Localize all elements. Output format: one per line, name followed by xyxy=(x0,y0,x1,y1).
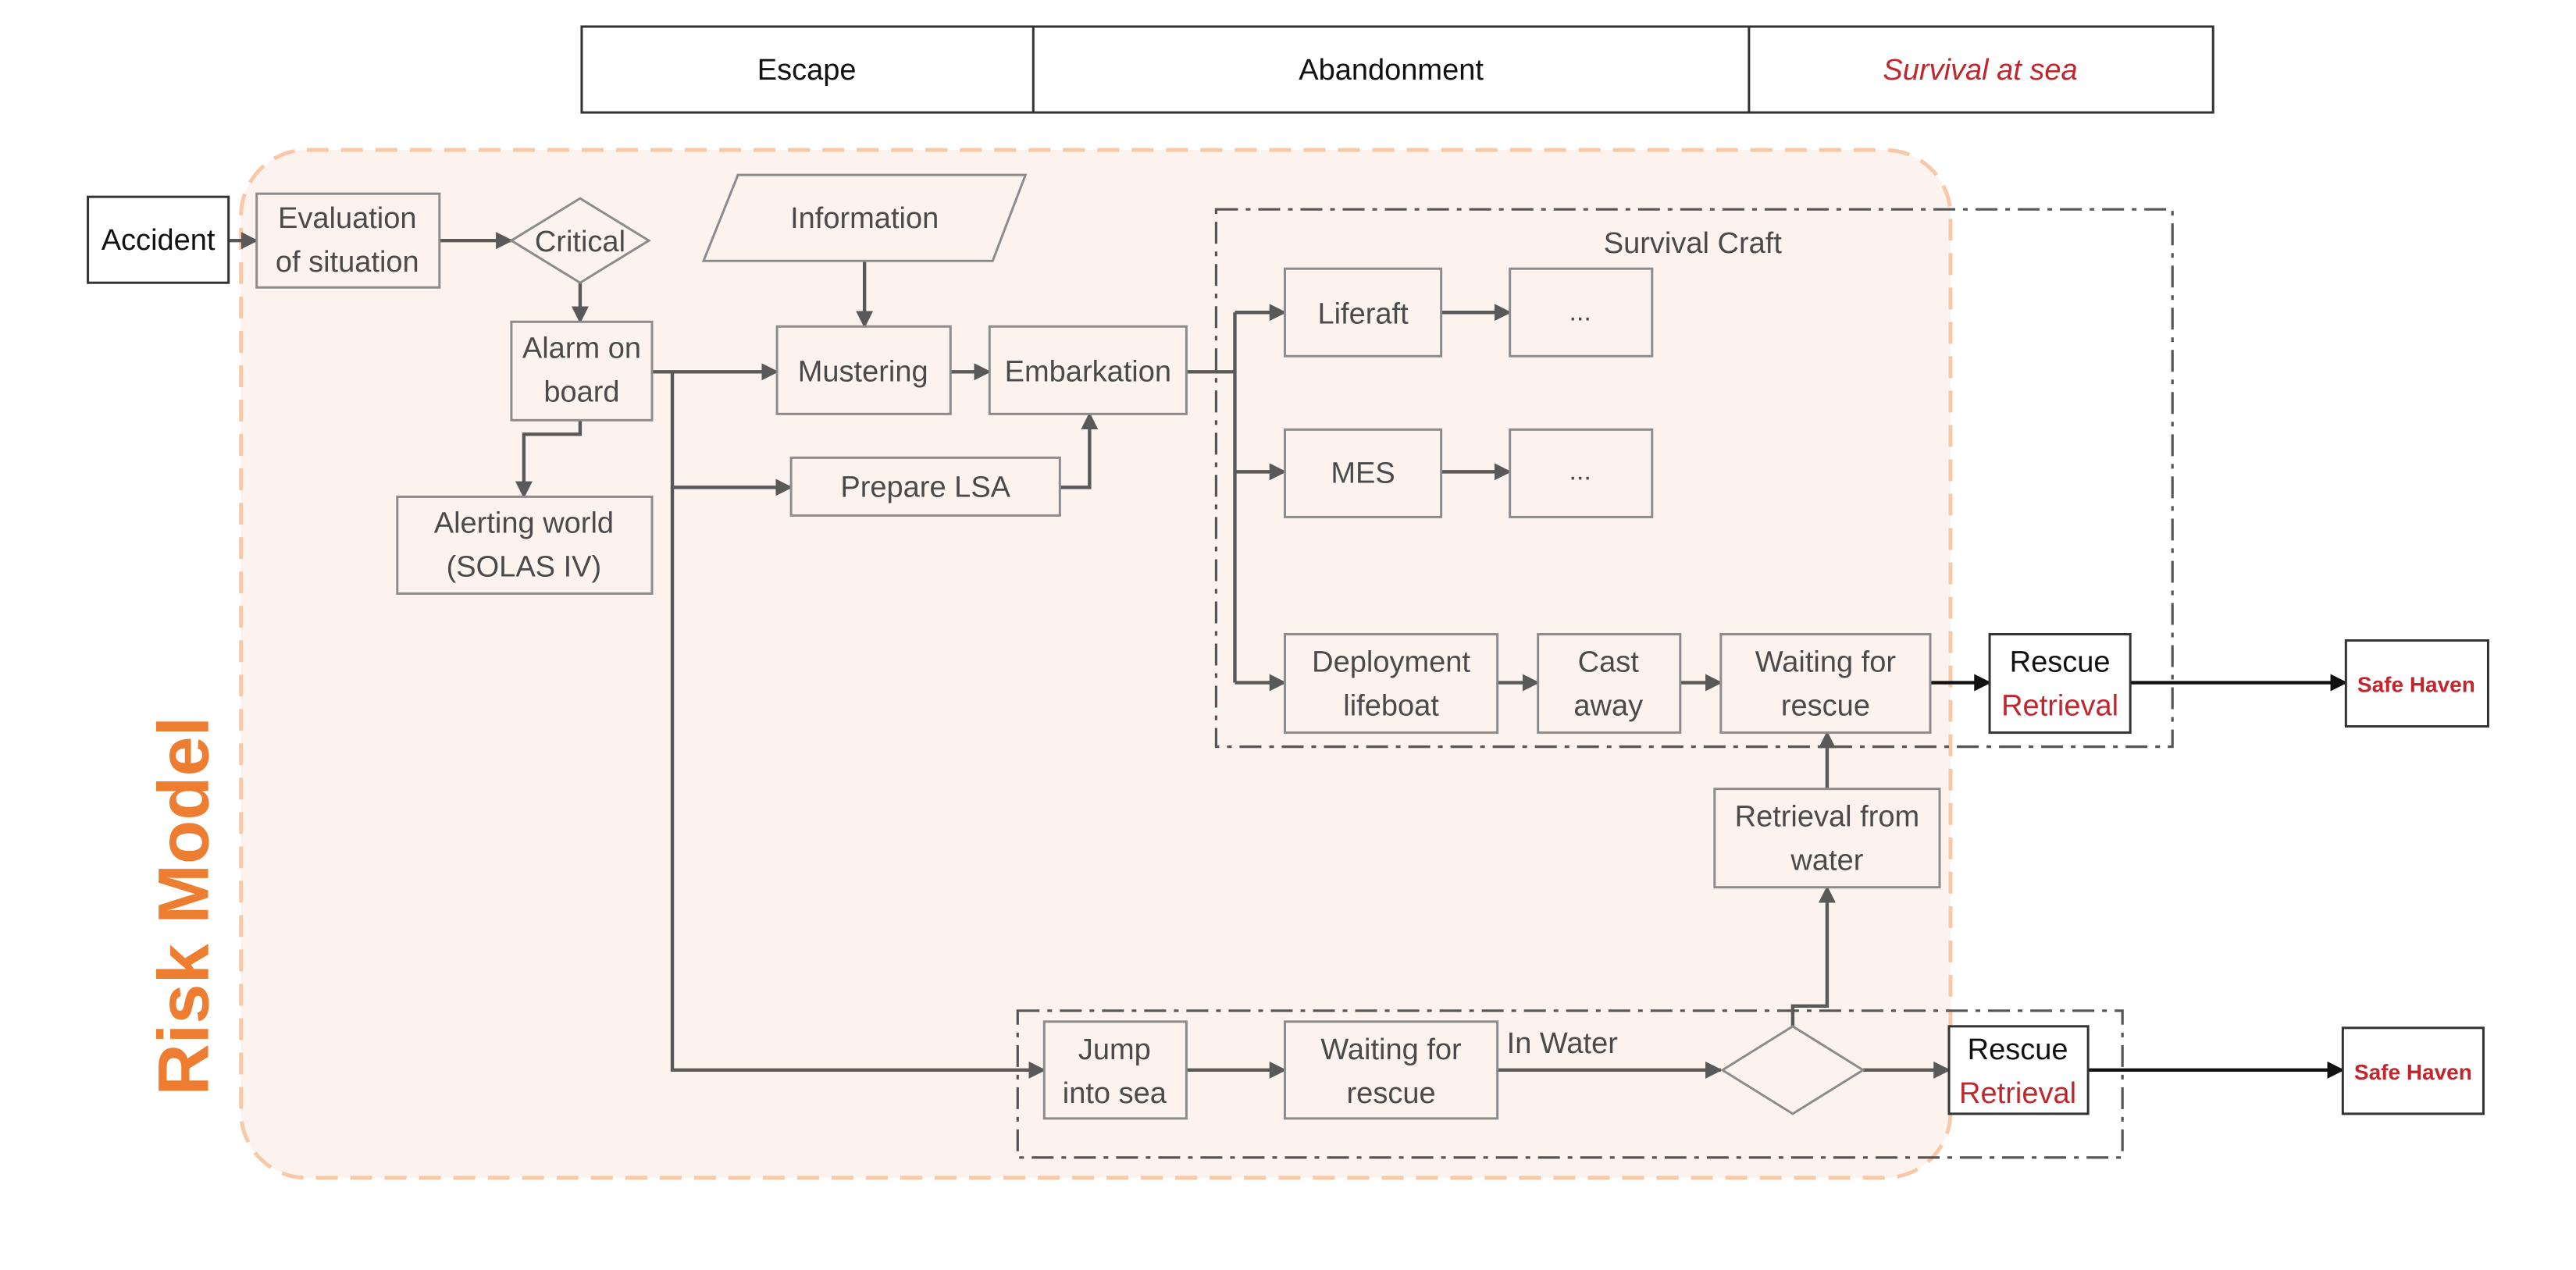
liferaft-next-node: ... xyxy=(1509,267,1654,358)
critical-label: Critical xyxy=(535,226,625,258)
cast-away-node: Cast away xyxy=(1537,632,1682,735)
evaluation-label-line2: of situation xyxy=(276,246,419,279)
information-label: Information xyxy=(790,202,939,235)
liferaft-next-label: ... xyxy=(1569,297,1591,326)
in-water-group xyxy=(1016,1009,2124,1159)
evaluation-node: Evaluation of situation xyxy=(255,192,441,289)
prepare-lsa-label: Prepare LSA xyxy=(840,471,1010,503)
rescue-top-label: Rescue xyxy=(2010,646,2111,679)
survival-craft-label: Survival Craft xyxy=(1604,227,1783,260)
safe-haven-top-node: Safe Haven xyxy=(2344,639,2489,728)
deployment-label-line2: lifeboat xyxy=(1343,690,1439,723)
deployment-lifeboat-node: Deployment lifeboat xyxy=(1283,632,1499,735)
jump-into-sea-node: Jump into sea xyxy=(1042,1020,1188,1120)
phase-abandonment: Abandonment xyxy=(1299,54,1484,87)
in-water-label: In Water xyxy=(1507,1027,1619,1060)
phase-header: Escape Abandonment Survival at sea xyxy=(580,25,2214,114)
retrieval-water-label-line2: water xyxy=(1790,845,1863,877)
mustering-label: Mustering xyxy=(798,355,928,388)
mes-label: MES xyxy=(1331,457,1395,489)
retrieval-bottom-label: Retrieval xyxy=(1959,1077,2076,1110)
castaway-label-line2: away xyxy=(1573,690,1643,723)
embarkation-node: Embarkation xyxy=(988,325,1188,415)
mes-node: MES xyxy=(1283,428,1443,518)
phase-escape: Escape xyxy=(757,54,857,87)
alarm-node: Alarm on board xyxy=(510,320,654,422)
waiting-water-label-line2: rescue xyxy=(1347,1077,1436,1110)
accident-label: Accident xyxy=(102,224,216,257)
waiting-water-label-line1: Waiting for xyxy=(1320,1033,1462,1066)
liferaft-node: Liferaft xyxy=(1283,267,1443,358)
critical-decision-node: Critical xyxy=(509,197,651,284)
water-decision-node xyxy=(1720,1025,1865,1115)
retrieval-top-label: Retrieval xyxy=(2001,690,2118,723)
embarkation-label: Embarkation xyxy=(1005,355,1171,388)
phase-survival-at-sea: Survival at sea xyxy=(1883,54,2077,87)
waiting-craft-label-line1: Waiting for xyxy=(1755,646,1897,679)
deployment-label-line1: Deployment xyxy=(1312,646,1470,679)
retrieval-water-label-line1: Retrieval from xyxy=(1735,801,1920,834)
alarm-label-line2: board xyxy=(543,375,619,408)
alerting-label-line1: Alerting world xyxy=(434,507,614,539)
information-node: Information xyxy=(701,173,1028,262)
connectors xyxy=(228,232,1951,1079)
risk-model-label: Risk Model xyxy=(144,717,224,1096)
rescue-retrieval-top-node: Rescue Retrieval xyxy=(1988,632,2132,735)
jump-label-line1: Jump xyxy=(1078,1033,1151,1066)
waiting-craft-label-line2: rescue xyxy=(1781,690,1870,723)
prepare-lsa-node: Prepare LSA xyxy=(789,456,1061,517)
safe-haven-bottom-node: Safe Haven xyxy=(2341,1026,2485,1115)
rescue-connectors xyxy=(1930,674,2348,1079)
alarm-label-line1: Alarm on xyxy=(522,332,641,365)
rescue-bottom-label: Rescue xyxy=(1968,1033,2068,1066)
castaway-label-line1: Cast xyxy=(1578,646,1640,679)
mustering-node: Mustering xyxy=(775,325,952,415)
rescue-retrieval-bottom-node: Rescue Retrieval xyxy=(1947,1025,2090,1115)
mes-next-node: ... xyxy=(1509,428,1654,518)
jump-label-line2: into sea xyxy=(1063,1077,1167,1110)
accident-node: Accident xyxy=(87,195,230,284)
alerting-label-line2: (SOLAS IV) xyxy=(447,550,602,583)
risk-model-region xyxy=(239,148,1953,1180)
waiting-rescue-water-node: Waiting for rescue xyxy=(1283,1020,1499,1120)
liferaft-label: Liferaft xyxy=(1317,297,1409,330)
evaluation-label-line1: Evaluation xyxy=(278,202,417,235)
safe-haven-bottom-label: Safe Haven xyxy=(2354,1060,2472,1084)
safe-haven-top-label: Safe Haven xyxy=(2357,673,2475,697)
waiting-rescue-craft-node: Waiting for rescue xyxy=(1719,632,1932,735)
alerting-world-node: Alerting world (SOLAS IV) xyxy=(396,495,654,595)
survival-craft-group xyxy=(1214,208,2174,749)
retrieval-from-water-node: Retrieval from water xyxy=(1713,788,1941,889)
mes-next-label: ... xyxy=(1569,456,1591,486)
